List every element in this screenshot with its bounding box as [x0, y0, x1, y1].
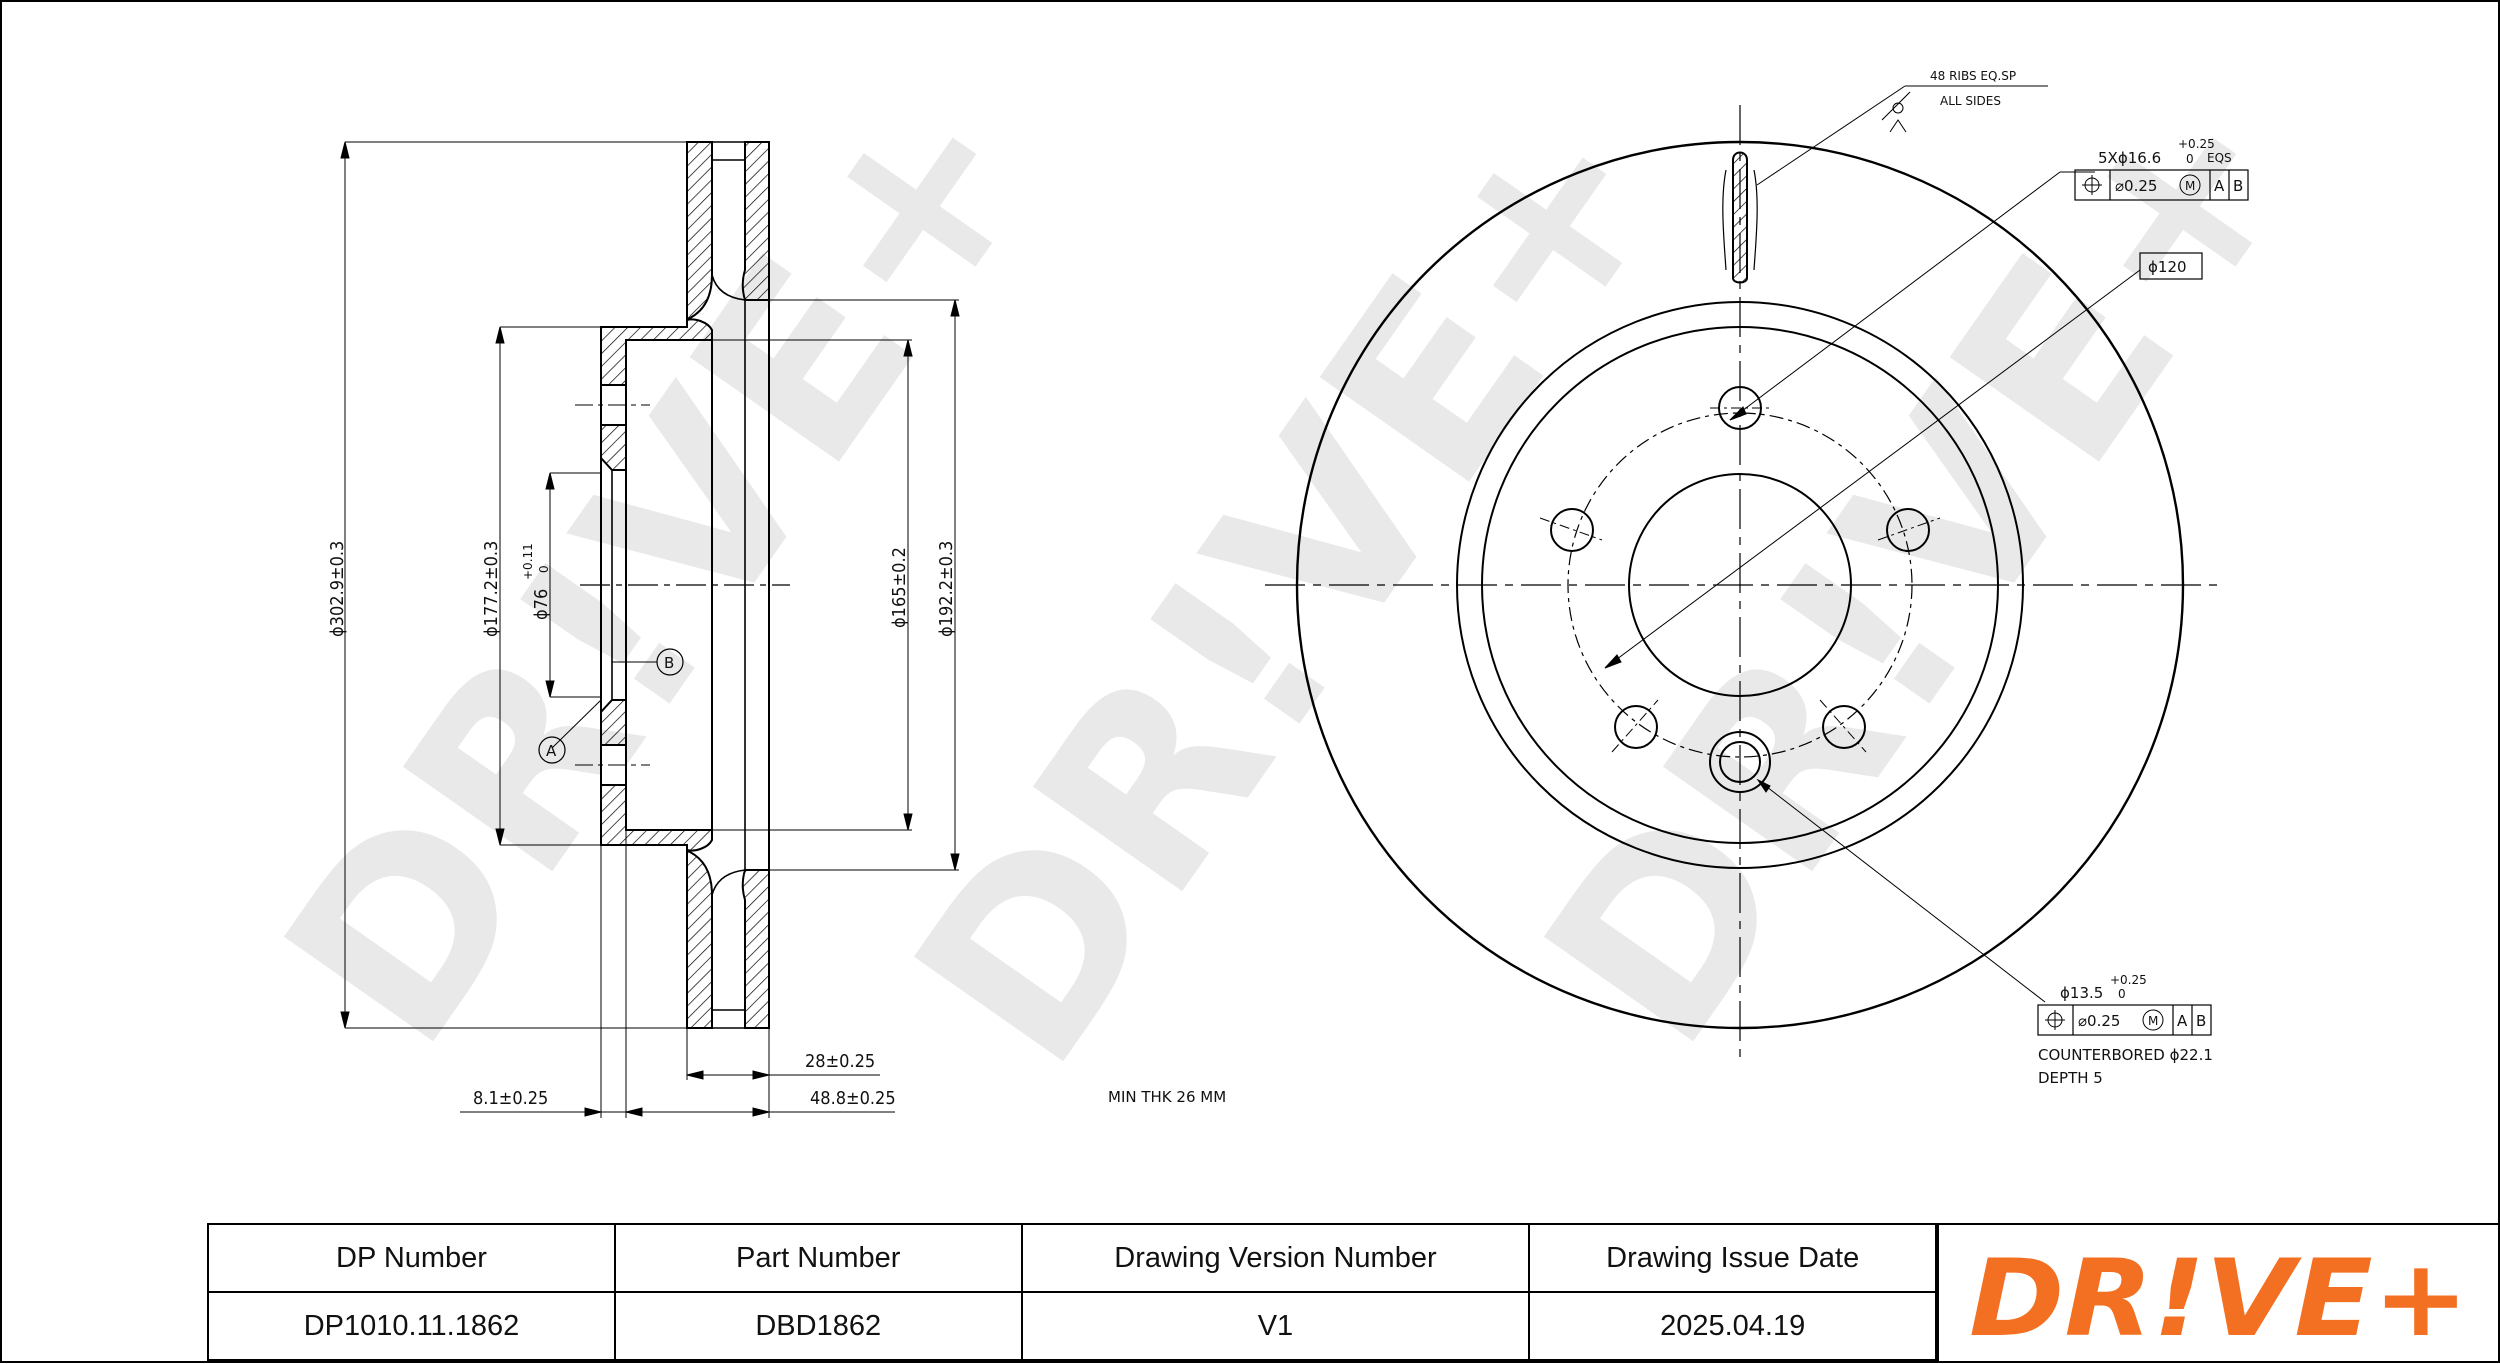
- ribs-note: 48 RIBS EQ.SP: [1930, 69, 2016, 83]
- datum-a-label: A: [546, 742, 557, 760]
- value-version: V1: [1020, 1291, 1531, 1361]
- value-dp-number: DP1010.11.1862: [207, 1291, 616, 1361]
- dim-165: ϕ165±0.2: [889, 547, 910, 628]
- ribs-note-sides: ALL SIDES: [1940, 94, 2001, 108]
- counterbore-fcf-datum-a: A: [2177, 1012, 2188, 1030]
- holes-fcf-mmc: M: [2185, 179, 2195, 193]
- brand-logo: DR!VE+: [1937, 1223, 2498, 1361]
- dim-width: 48.8±0.25: [810, 1088, 896, 1109]
- holes-eqs: EQS: [2207, 151, 2232, 165]
- counterbore-tol-zero: 0: [2118, 987, 2126, 1001]
- holes-fcf-datum-b: B: [2233, 177, 2243, 195]
- counterbore-fcf-mmc: M: [2148, 1014, 2158, 1028]
- holes-fcf-datum-a: A: [2214, 177, 2225, 195]
- dim-192: ϕ192.2±0.3: [936, 541, 957, 637]
- value-issue-date: 2025.04.19: [1528, 1291, 1937, 1361]
- pcd-label: ϕ120: [2148, 258, 2187, 276]
- counterbore-depth: DEPTH 5: [2038, 1069, 2103, 1087]
- holes-tol-zero: 0: [2186, 152, 2194, 166]
- header-version: Drawing Version Number: [1020, 1223, 1531, 1293]
- holes-tol-plus: +0.25: [2178, 137, 2215, 151]
- front-view: [1265, 85, 2249, 1065]
- side-view-labels: ϕ302.9±0.3 ϕ177.2±0.3 ϕ76 +0.11 0 ϕ165±0…: [327, 541, 957, 1109]
- header-dp-number: DP Number: [207, 1223, 616, 1293]
- counterbore-tol-plus: +0.25: [2110, 973, 2147, 987]
- logo-text: DR!VE+: [1969, 1237, 2469, 1359]
- counterbore-note: COUNTERBORED ϕ22.1: [2038, 1046, 2213, 1064]
- min-thickness-note: MIN THK 26 MM: [1108, 1088, 1226, 1106]
- title-block-values: DP1010.11.1862 DBD1862 V1 2025.04.19: [207, 1291, 1937, 1361]
- dim-177: ϕ177.2±0.3: [481, 541, 502, 637]
- holes-fcf-tolerance: ⌀0.25: [2115, 177, 2157, 195]
- dim-76-tol-zero: 0: [537, 565, 551, 573]
- logo-graphic: DR!VE+: [1969, 1237, 2469, 1360]
- counterbore-callout: ϕ13.5: [2060, 984, 2103, 1002]
- technical-drawing: DR!VE+ DR!VE+ DR!VE+: [230, 36, 2352, 1118]
- value-part-number: DBD1862: [613, 1291, 1023, 1361]
- dim-76-tol-plus: +0.11: [521, 543, 535, 580]
- title-block-headers: DP Number Part Number Drawing Version Nu…: [207, 1223, 1937, 1293]
- holes-callout: 5Xϕ16.6: [2098, 149, 2161, 167]
- counterbore-fcf-datum-b: B: [2196, 1012, 2206, 1030]
- dim-76: ϕ76: [531, 589, 552, 620]
- counterbore-fcf-tolerance: ⌀0.25: [2078, 1012, 2120, 1030]
- datum-b-label: B: [664, 654, 674, 672]
- title-block: DP Number Part Number Drawing Version Nu…: [207, 1223, 1937, 1361]
- dim-thickness: 28±0.25: [805, 1051, 875, 1072]
- front-view-labels: 48 RIBS EQ.SP ALL SIDES 5Xϕ16.6 +0.25 0 …: [1108, 69, 2243, 1106]
- side-section-view: [340, 141, 960, 1118]
- header-part-number: Part Number: [613, 1223, 1023, 1293]
- watermark: DR!VE+ DR!VE+ DR!VE+: [230, 36, 2352, 1114]
- header-issue-date: Drawing Issue Date: [1528, 1223, 1937, 1293]
- dim-outer-diameter: ϕ302.9±0.3: [327, 541, 348, 637]
- dim-offset: 8.1±0.25: [473, 1088, 548, 1109]
